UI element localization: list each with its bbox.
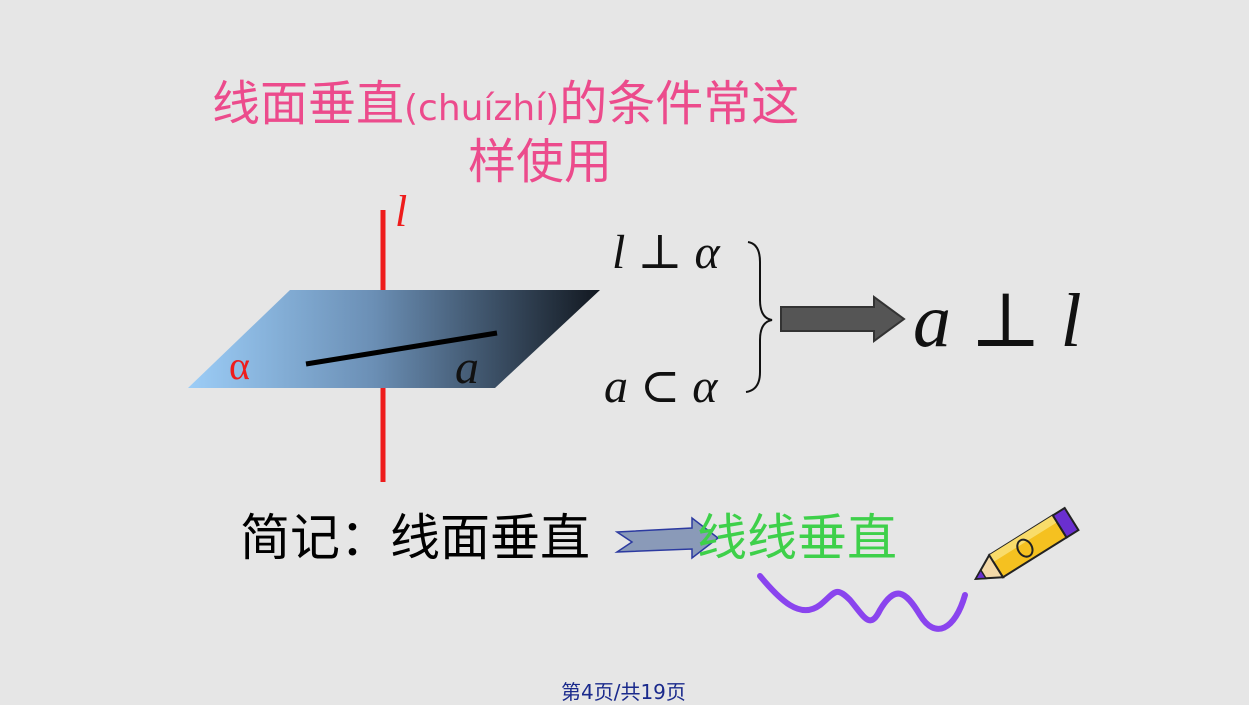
slide-title-line2: 样使用 xyxy=(468,134,613,190)
right-brace xyxy=(745,241,773,393)
summary-prefix: 简记：线面垂直 xyxy=(240,509,590,567)
slide-title: 线面垂直(chuízhí)的条件常这 xyxy=(212,76,799,137)
condition-perpendicular: l ⊥ α xyxy=(612,226,720,279)
plane-alpha-label: α xyxy=(229,343,250,388)
squiggle-line xyxy=(757,573,968,632)
result-perpendicular: a ⊥ l xyxy=(913,279,1082,363)
line-l-label: l xyxy=(395,187,408,236)
segment-a xyxy=(305,330,498,367)
summary-conclusion: 线线垂直 xyxy=(697,509,897,567)
implies-arrow xyxy=(780,295,906,343)
condition-subset: a ⊂ α xyxy=(604,360,718,413)
page-indicator: 第4页/共19页 xyxy=(561,680,686,704)
summary-arrow xyxy=(614,516,720,560)
title-pinyin: (chuízhí) xyxy=(404,88,560,129)
pencil-icon xyxy=(973,506,1080,581)
title-part1: 线面垂直 xyxy=(212,76,405,132)
plane-alpha xyxy=(188,290,600,388)
segment-a-label: a xyxy=(455,341,479,394)
title-part2: 的条件常这 xyxy=(559,76,800,132)
